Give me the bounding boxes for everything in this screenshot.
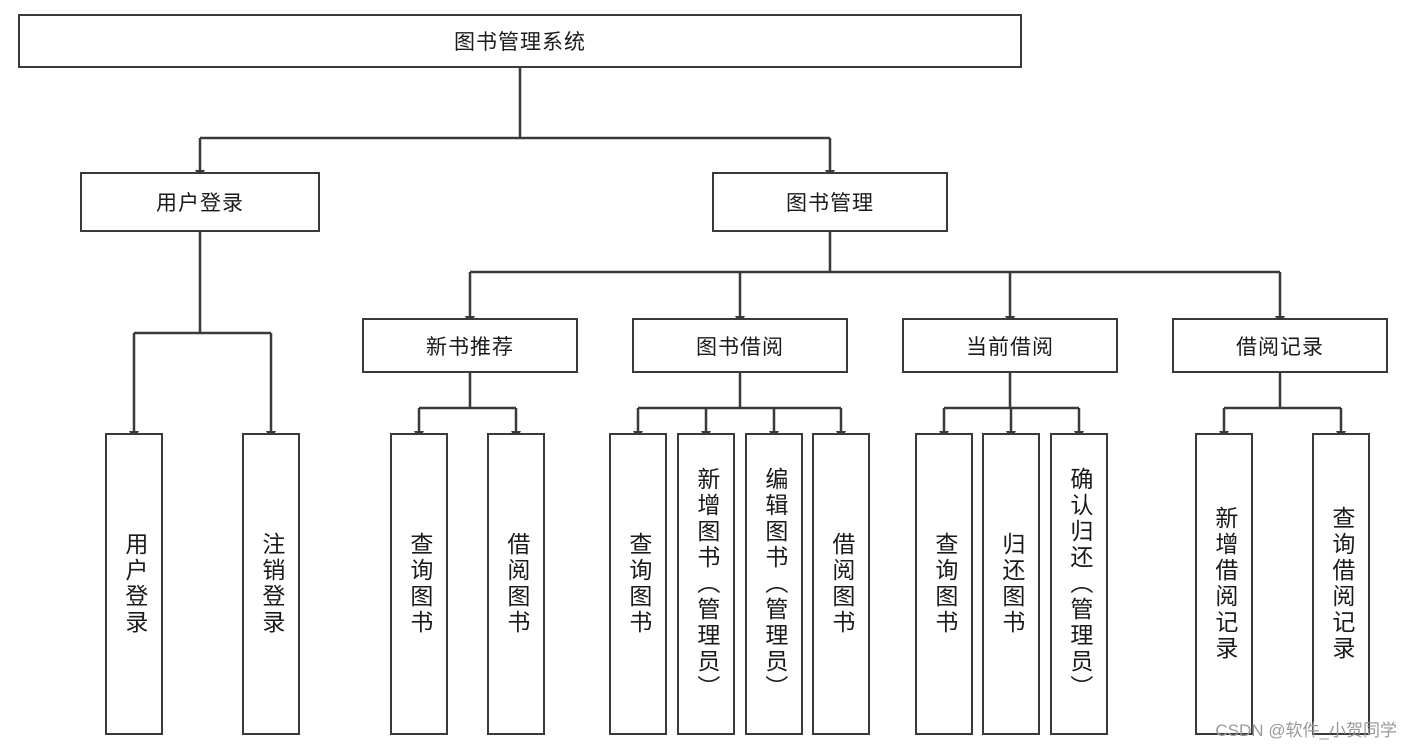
node-leaf-6[interactable]: 新增图书（管理员） [677,433,735,735]
node-leaf-12[interactable]: 新增借阅记录 [1195,433,1253,735]
node-records[interactable]: 借阅记录 [1172,318,1388,373]
node-label: 图书管理 [786,192,874,215]
node-leaf-2[interactable]: 注销登录 [242,433,300,735]
node-label: 新增借阅记录 [1211,506,1238,662]
node-bookmgmt[interactable]: 图书管理 [712,172,948,232]
node-leaf-11[interactable]: 确认归还（管理员） [1050,433,1108,735]
node-borrow[interactable]: 图书借阅 [632,318,848,373]
node-leaf-3[interactable]: 查询图书 [390,433,448,735]
node-label: 查询图书 [625,532,652,636]
node-label: 用户登录 [121,532,148,636]
node-leaf-7[interactable]: 编辑图书（管理员） [745,433,803,735]
node-label: 归还图书 [998,532,1025,636]
node-label: 图书管理系统 [454,31,586,54]
node-label: 借阅记录 [1236,335,1324,359]
node-current[interactable]: 当前借阅 [902,318,1118,373]
node-label: 借阅图书 [503,532,530,636]
node-label: 新书推荐 [426,335,514,359]
node-leaf-13[interactable]: 查询借阅记录 [1312,433,1370,735]
node-label: 新增图书（管理员） [693,467,720,701]
node-leaf-8[interactable]: 借阅图书 [812,433,870,735]
node-label: 借阅图书 [828,532,855,636]
edge-paths [129,68,1346,440]
node-newbook[interactable]: 新书推荐 [362,318,578,373]
node-label: 查询图书 [931,532,958,636]
node-label: 用户登录 [156,192,244,215]
node-leaf-1[interactable]: 用户登录 [105,433,163,735]
node-label: 查询图书 [406,532,433,636]
node-label: 确认归还（管理员） [1066,467,1093,701]
node-leaf-9[interactable]: 查询图书 [915,433,973,735]
node-label: 查询借阅记录 [1328,506,1355,662]
node-leaf-5[interactable]: 查询图书 [609,433,667,735]
node-login[interactable]: 用户登录 [80,172,320,232]
node-label: 当前借阅 [966,335,1054,359]
node-root[interactable]: 图书管理系统 [18,14,1022,68]
node-leaf-10[interactable]: 归还图书 [982,433,1040,735]
node-label: 图书借阅 [696,335,784,359]
node-leaf-4[interactable]: 借阅图书 [487,433,545,735]
node-label: 编辑图书（管理员） [761,467,788,701]
node-label: 注销登录 [258,532,285,636]
